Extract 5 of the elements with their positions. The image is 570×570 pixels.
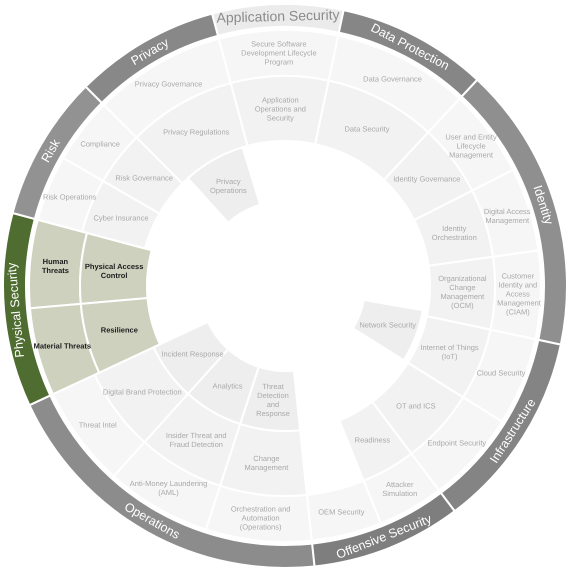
category-label: Identity: [530, 184, 555, 226]
category-band: [28, 394, 316, 569]
category-label: Application Security: [216, 7, 340, 25]
category-label: Physical Security: [6, 262, 26, 358]
segment-cell: [28, 302, 101, 396]
